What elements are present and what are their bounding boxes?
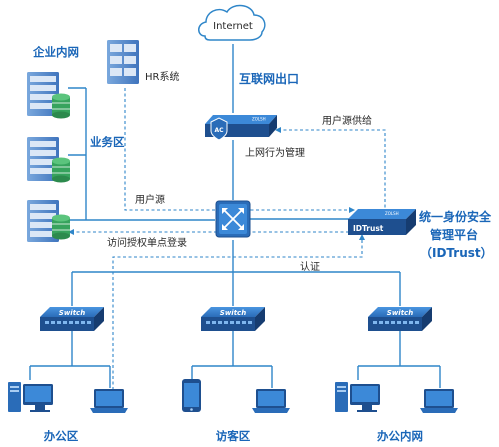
- zone-label-office-intranet: 办公内网: [377, 429, 423, 443]
- router-arrows-icon: [223, 209, 243, 229]
- auth-flow: [112, 238, 363, 390]
- enterprise-label: 企业内网: [32, 45, 79, 59]
- desktop-icon: [8, 382, 53, 412]
- internet-cloud: Internet: [198, 4, 266, 41]
- sso-label: 访问授权单点登录: [107, 236, 187, 249]
- ac-behavior-label: 上网行为管理: [245, 146, 305, 159]
- exit-label: 互联网出口: [239, 71, 299, 86]
- laptop-icon: [90, 389, 128, 413]
- switch-label: Switch: [220, 309, 246, 317]
- switch-guest: Switch: [201, 307, 265, 331]
- database-icon: [52, 157, 70, 183]
- zone-label-guest: 访客区: [216, 429, 251, 443]
- ac-device: ZOLSH AC: [205, 115, 277, 141]
- idtrust-title-3: （IDTrust）: [420, 245, 493, 260]
- laptop-icon: [252, 389, 290, 413]
- dashed-flows: [68, 88, 386, 390]
- switch-office-intranet: Switch: [368, 307, 432, 331]
- core-switch: [215, 200, 251, 238]
- cloud-icon: [198, 4, 266, 41]
- user-source-label: 用户源: [135, 193, 165, 206]
- ac-brand: ZOLSH: [252, 117, 266, 122]
- internet-label: Internet: [213, 21, 253, 32]
- idtrust-device: ZOLSH IDTrust: [348, 209, 416, 235]
- auth-label: 认证: [300, 260, 320, 273]
- laptop-icon: [420, 389, 458, 413]
- switch-office: Switch: [40, 307, 104, 331]
- hr-server: [107, 40, 139, 84]
- switch-label: Switch: [59, 309, 85, 317]
- idtrust-device-label: IDTrust: [353, 224, 384, 233]
- server-1: [27, 72, 70, 119]
- supply-label: 用户源供给: [322, 114, 372, 127]
- zone-label-office: 办公区: [44, 429, 79, 443]
- server-3: [27, 200, 70, 242]
- idtrust-title-1: 统一身份安全: [419, 209, 492, 224]
- database-icon: [52, 93, 70, 119]
- ac-icon-label: AC: [214, 127, 224, 134]
- user-supply-flow: [280, 129, 386, 213]
- server-2: [27, 137, 70, 183]
- idtrust-title-2: 管理平台: [430, 227, 478, 242]
- shield-icon: [210, 117, 228, 141]
- switch-label: Switch: [387, 309, 413, 317]
- phone-icon: [182, 379, 201, 412]
- hr-label: HR系统: [145, 70, 179, 83]
- desktop-icon: [335, 382, 380, 412]
- business-label: 业务区: [90, 135, 125, 149]
- idtrust-brand: ZOLSH: [385, 211, 399, 216]
- connections: [29, 44, 441, 388]
- database-icon: [52, 214, 70, 240]
- user-source-flow: [124, 88, 355, 211]
